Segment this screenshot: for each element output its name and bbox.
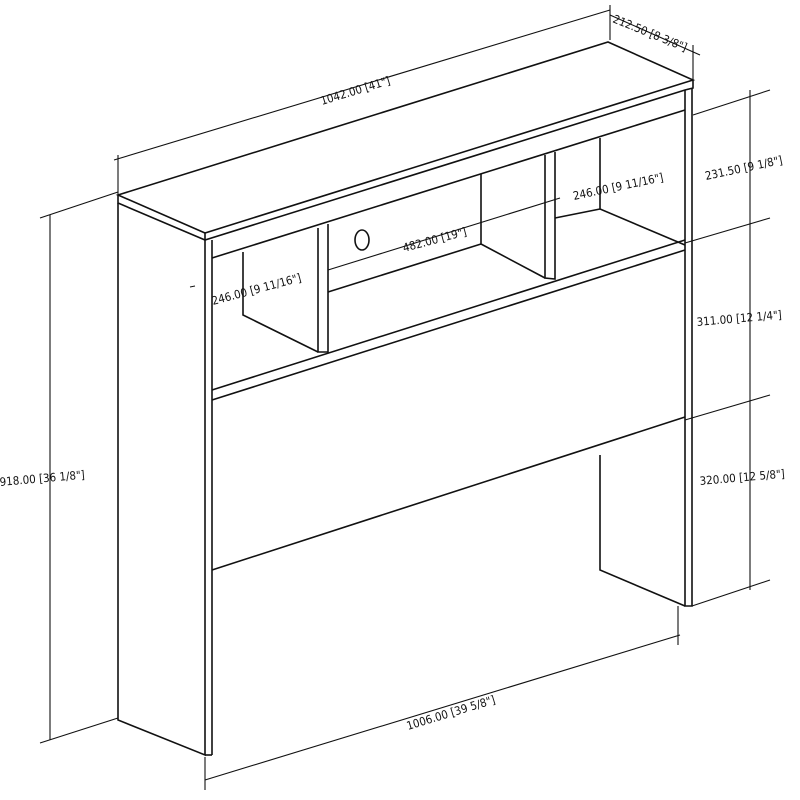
label-cubby-center-width: 482.00 [19"] [401, 224, 468, 254]
cable-hole [354, 229, 370, 251]
top-board [115, 41, 696, 234]
cubby-shelf [211, 239, 686, 391]
label-lower-height: 320.00 [12 5/8"] [699, 467, 785, 488]
headboard-outline [115, 41, 696, 757]
right-side-panel [684, 88, 693, 607]
label-total-height: 918.00 [36 1/8"] [0, 468, 85, 489]
label-width: 1042.00 [41"] [319, 73, 392, 107]
label-upper-height: 231.50 [9 1/8"] [704, 153, 784, 183]
label-cubby-left-depth: 246.00 [9 11/16"] [210, 271, 302, 308]
label-middle-height: 311.00 [12 1/4"] [696, 308, 782, 329]
dimension-lines [39, 5, 771, 790]
label-inner-width: 1006.00 [39 5/8"] [405, 693, 497, 733]
label-cubby-right-depth: 246.00 [9 11/16"] [572, 170, 665, 203]
left-side-panel [117, 203, 206, 757]
lower-panel-edge [211, 416, 686, 571]
